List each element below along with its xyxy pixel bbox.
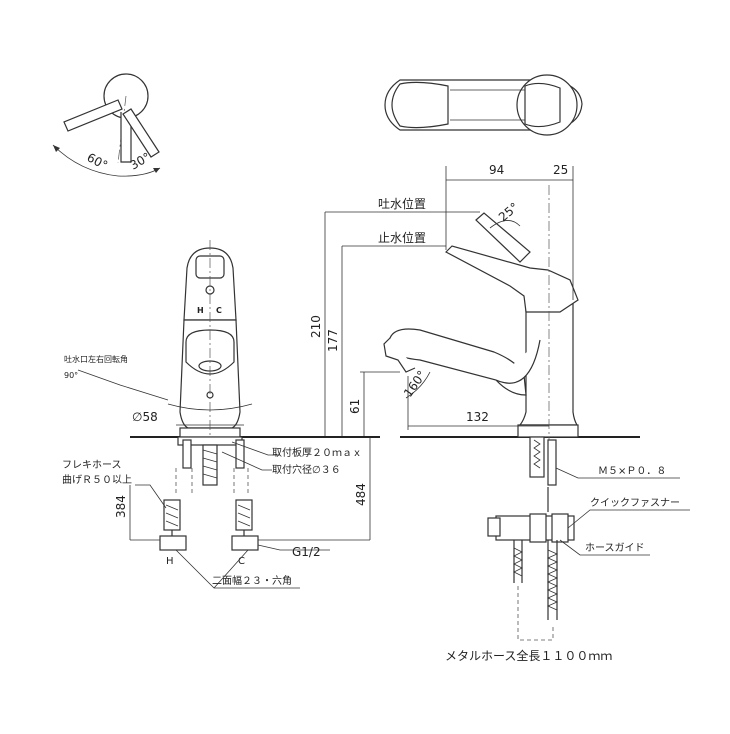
leader-m5	[555, 467, 680, 479]
dim-25-label: 25	[553, 163, 568, 177]
thread-m5-label: Ｍ５×Ｐ０．８	[598, 466, 666, 477]
flexible-hose-label: フレキホース	[62, 459, 122, 471]
spout-angle-label: 25°	[496, 200, 521, 224]
leader-hose-guide	[559, 539, 650, 556]
dim-61-label: 61	[348, 399, 362, 414]
plan-lever	[391, 81, 449, 129]
diameter-58-label: ∅58	[132, 410, 158, 424]
lever-handle	[445, 245, 579, 313]
hose-guide-label: ホースガイド	[585, 542, 645, 554]
front-elevation-view: H C 吐水口左右回転角 90° ∅58 H C	[62, 240, 380, 589]
body-flange	[517, 424, 579, 438]
spout-neck	[495, 339, 541, 384]
plan-handle-cap	[524, 82, 561, 128]
shank-thread	[533, 439, 541, 469]
supply-pipe-c-top	[235, 439, 245, 469]
supply-pipe-h-top	[182, 439, 192, 469]
hose-angle-arc	[405, 371, 431, 399]
fastener-clip	[529, 513, 547, 543]
spout-nozzle	[383, 337, 416, 373]
dim-384-label: 384	[114, 495, 128, 518]
leader-flex-hose	[135, 484, 167, 509]
hex-nut-c	[231, 535, 259, 551]
hose-h-corrugation	[165, 504, 179, 527]
leader-quick-fastener	[567, 509, 690, 529]
mount-thickness-label: 取付板厚２０ｍａｘ	[272, 446, 362, 459]
metal-hose-right	[547, 540, 558, 620]
fastener-clip	[551, 513, 569, 543]
arrowhead	[53, 145, 60, 152]
fastener-tab	[487, 517, 501, 537]
spout-head	[389, 328, 527, 396]
leader-mount-thickness	[231, 441, 280, 456]
lever-neutral	[120, 112, 132, 163]
dim-132-label: 132	[466, 410, 489, 424]
dim-210-label: 210	[309, 315, 323, 338]
center-line	[117, 95, 127, 164]
lever-left-60	[63, 99, 123, 132]
side-elevation-view: 94 25 25° 吐水位置 止水位置 210 177 61 132 160°	[309, 163, 690, 663]
hot-label: H	[166, 556, 174, 567]
water-stop-position-label: 止水位置	[378, 230, 426, 245]
arrowhead	[153, 168, 160, 173]
thread-g12-label: G1/2	[292, 545, 321, 559]
leader-g12	[257, 544, 330, 551]
dim-484-label: 484	[354, 483, 368, 506]
water-out-position-label: 吐水位置	[378, 196, 426, 211]
dim-177-label: 177	[326, 329, 340, 352]
top-plan-view	[384, 74, 583, 136]
spout-angle-arc	[489, 220, 521, 229]
dim-94-label: 94	[489, 163, 504, 177]
hose-c-corrugation	[237, 504, 251, 527]
bend-radius-label: 曲げＲ５０以上	[62, 474, 132, 486]
hose-continuation	[517, 586, 554, 641]
swivel-arc	[167, 403, 253, 411]
set-screw	[547, 439, 557, 486]
hex-nut-label: 二面幅２３・六角	[212, 574, 292, 587]
swivel-90-label: 90°	[64, 371, 78, 380]
hex-nut-h	[159, 535, 187, 551]
leader-mount-hole	[221, 451, 272, 471]
hose-angle-label: 160°	[401, 368, 429, 400]
flex-hose-c	[233, 468, 249, 495]
hose-corrugation	[547, 549, 558, 611]
handle-c-mark: C	[216, 306, 222, 315]
spout-swivel-note: 吐水口左右回転角	[64, 354, 128, 364]
leader-swivel	[77, 369, 169, 401]
metal-hose-left	[513, 540, 523, 583]
rotation-60-label: 60°	[85, 150, 110, 172]
metal-hose-length-label: メタルホース全長１１００ｍｍ	[445, 648, 612, 663]
hose-corrugation	[513, 547, 523, 577]
leader-hex-2	[213, 549, 249, 589]
cold-label: C	[238, 556, 245, 567]
lever-right-30	[122, 108, 160, 158]
flex-hose-h	[175, 468, 193, 495]
front-shank-thread	[202, 449, 218, 479]
handle-rotation-view: 60° 30°	[52, 73, 161, 177]
lever-raised	[475, 212, 531, 263]
mounting-shank	[529, 436, 545, 478]
handle-h-mark: H	[197, 306, 204, 315]
mount-hole-label: 取付穴径∅３６	[272, 463, 341, 476]
quick-fastener-label: クイックファスナー	[590, 497, 680, 509]
